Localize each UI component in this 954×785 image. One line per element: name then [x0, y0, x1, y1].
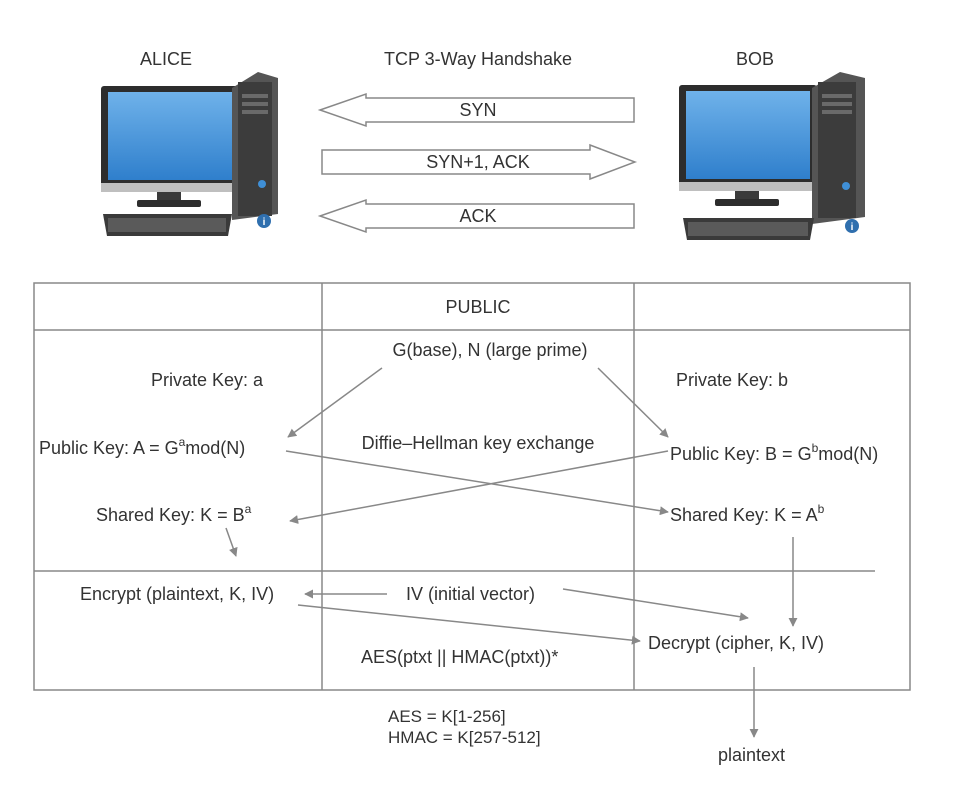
ack-arrow: ACK [317, 198, 635, 234]
ack-label: ACK [459, 206, 496, 226]
alice-shared-key: Shared Key: K = Ba [96, 502, 252, 525]
key-exchange-table [33, 282, 911, 691]
alice-computer-icon [101, 72, 278, 236]
iv-label: IV (initial vector) [406, 584, 535, 604]
arrow-params-to-alice [287, 367, 383, 438]
arrow-iv-to-decrypt [562, 588, 749, 622]
arrow-alice-pub-to-bob-shared [285, 450, 669, 516]
syn-ack-label: SYN+1, ACK [426, 152, 530, 172]
arrow-encrypt-to-decrypt [297, 604, 641, 645]
bob-private-key: Private Key: b [676, 370, 788, 390]
bob-computer-icon [679, 72, 865, 240]
plaintext-output: plaintext [718, 745, 785, 765]
public-header: PUBLIC [445, 297, 510, 317]
alice-private-key: Private Key: a [151, 370, 264, 390]
alice-encrypt: Encrypt (plaintext, K, IV) [80, 584, 274, 604]
alice-label: ALICE [140, 49, 192, 69]
bob-shared-key: Shared Key: K = Ab [670, 502, 825, 525]
cipher-label: AES(ptxt || HMAC(ptxt))* [361, 647, 558, 667]
svg-text:i: i [851, 222, 854, 233]
bob-public-key: Public Key: B = Gbmod(N) [670, 441, 878, 464]
syn-label: SYN [459, 100, 496, 120]
bob-decrypt: Decrypt (cipher, K, IV) [648, 633, 824, 653]
bob-info-icon: i [845, 219, 859, 233]
alice-public-key: Public Key: A = Gamod(N) [39, 435, 245, 458]
bob-label: BOB [736, 49, 774, 69]
dh-label: Diffie–Hellman key exchange [362, 433, 595, 453]
arrow-params-to-bob [597, 367, 669, 438]
svg-text:i: i [263, 217, 266, 228]
connector-arrows [225, 367, 798, 738]
syn-ack-arrow: SYN+1, ACK [321, 143, 638, 181]
arrow-alice-shared-down [225, 527, 238, 557]
hmac-key-note: HMAC = K[257-512] [388, 728, 541, 747]
handshake-title: TCP 3-Way Handshake [384, 49, 572, 69]
alice-info-icon: i [257, 214, 271, 228]
arrow-bob-pub-to-alice-shared [289, 450, 669, 524]
syn-arrow: SYN [317, 92, 635, 128]
public-params: G(base), N (large prime) [392, 340, 587, 360]
aes-key-note: AES = K[1-256] [388, 707, 506, 726]
